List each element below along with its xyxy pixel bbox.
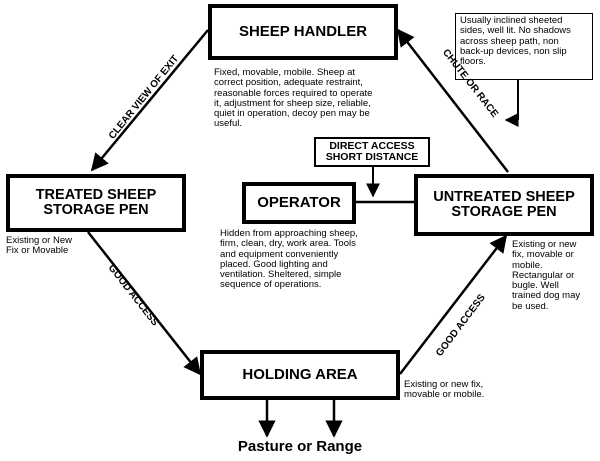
- handler-note-line1: Fixed, movable, mobile. Sheep at: [214, 67, 355, 78]
- handler-note-line5: quiet in operation, decoy pen may be: [214, 108, 370, 119]
- holding-note: Existing or new fix, movable or mobile.: [404, 379, 514, 401]
- holding-area-box: HOLDING AREA: [200, 350, 400, 400]
- treated-note-line1: Existing or New: [6, 235, 72, 246]
- untreated-note-line1: Existing or new: [512, 239, 577, 250]
- direct-access-line1: DIRECT ACCESS: [329, 139, 415, 152]
- sheep-handler-box: SHEEP HANDLER: [208, 4, 398, 60]
- untreated-pen-label-line1: UNTREATED SHEEP: [433, 188, 575, 205]
- operator-note-line6: sequence of operations.: [220, 279, 322, 291]
- operator-note-line1: Hidden from approaching sheep,: [220, 228, 358, 239]
- handler-note: Fixed, movable, mobile. Sheep at correct…: [214, 67, 414, 130]
- handler-note-line4: it, adjustment for sheep size, reliable,: [214, 97, 371, 109]
- untreated-note: Existing or new fix, movable or mobile. …: [512, 239, 598, 312]
- treated-pen-label-line1: TREATED SHEEP: [35, 186, 157, 203]
- untreated-note-line4: Rectangular or: [512, 269, 575, 281]
- handler-note-line3: reasonable forces required to operate: [214, 87, 373, 99]
- operator-note-line2: firm, clean, dry, work area. Tools: [220, 238, 356, 250]
- operator-note-line4: placed. Good lighting and: [220, 258, 328, 270]
- arrow-treated-to-holding: [87, 231, 202, 376]
- arrow-holding-to-untreated: [399, 234, 508, 375]
- operator-note-line3: and equipment conveniently: [220, 248, 339, 260]
- sheep-handler-label: SHEEP HANDLER: [238, 23, 368, 41]
- handler-note-line2: correct position, adequate restraint,: [214, 77, 363, 89]
- chute-note-line4: back-up devices, non slip: [460, 45, 567, 57]
- pasture-label: Pasture or Range: [237, 438, 363, 455]
- chute-note: Usually inclined sheeted sides, well lit…: [455, 13, 593, 80]
- handler-note-line6: useful.: [214, 118, 242, 130]
- operator-note: Hidden from approaching sheep, firm, cle…: [220, 228, 400, 291]
- untreated-pen-label-line2: STORAGE PEN: [451, 204, 557, 220]
- direct-access-line2: SHORT DISTANCE: [325, 151, 419, 163]
- arrow-untreated-to-handler: [396, 28, 509, 173]
- operator-box: OPERATOR: [242, 182, 356, 224]
- holding-area-label: HOLDING AREA: [242, 366, 358, 384]
- arrow-handler-to-treated: [90, 29, 209, 172]
- holding-note-line2: movable or mobile.: [404, 389, 485, 401]
- treated-pen-box: TREATED SHEEP STORAGE PEN: [6, 174, 186, 232]
- treated-pen-label-line2: STORAGE PEN: [43, 202, 149, 218]
- chute-note-line2: sides, well lit. No shadows: [460, 25, 571, 37]
- chute-note-line3: across sheep path, non: [460, 35, 559, 47]
- untreated-note-line2: fix, movable or: [512, 249, 574, 261]
- untreated-note-line5: bugle. Well: [512, 280, 559, 291]
- holding-note-line1: Existing or new fix,: [404, 379, 484, 390]
- operator-label: OPERATOR: [257, 194, 341, 212]
- treated-note: Existing or New Fix or Movable: [6, 235, 96, 257]
- untreated-note-line7: be used.: [512, 300, 549, 312]
- chute-note-line1: Usually inclined sheeted: [460, 15, 563, 26]
- chute-note-line5: floors.: [460, 56, 486, 67]
- untreated-note-line3: mobile.: [512, 259, 543, 271]
- untreated-note-line6: trained dog may: [512, 290, 581, 302]
- operator-note-line5: ventilation. Sheltered, simple: [220, 269, 342, 280]
- direct-access-box: DIRECT ACCESS SHORT DISTANCE: [314, 137, 430, 167]
- untreated-pen-box: UNTREATED SHEEP STORAGE PEN: [414, 174, 594, 236]
- treated-note-line2: Fix or Movable: [6, 245, 69, 257]
